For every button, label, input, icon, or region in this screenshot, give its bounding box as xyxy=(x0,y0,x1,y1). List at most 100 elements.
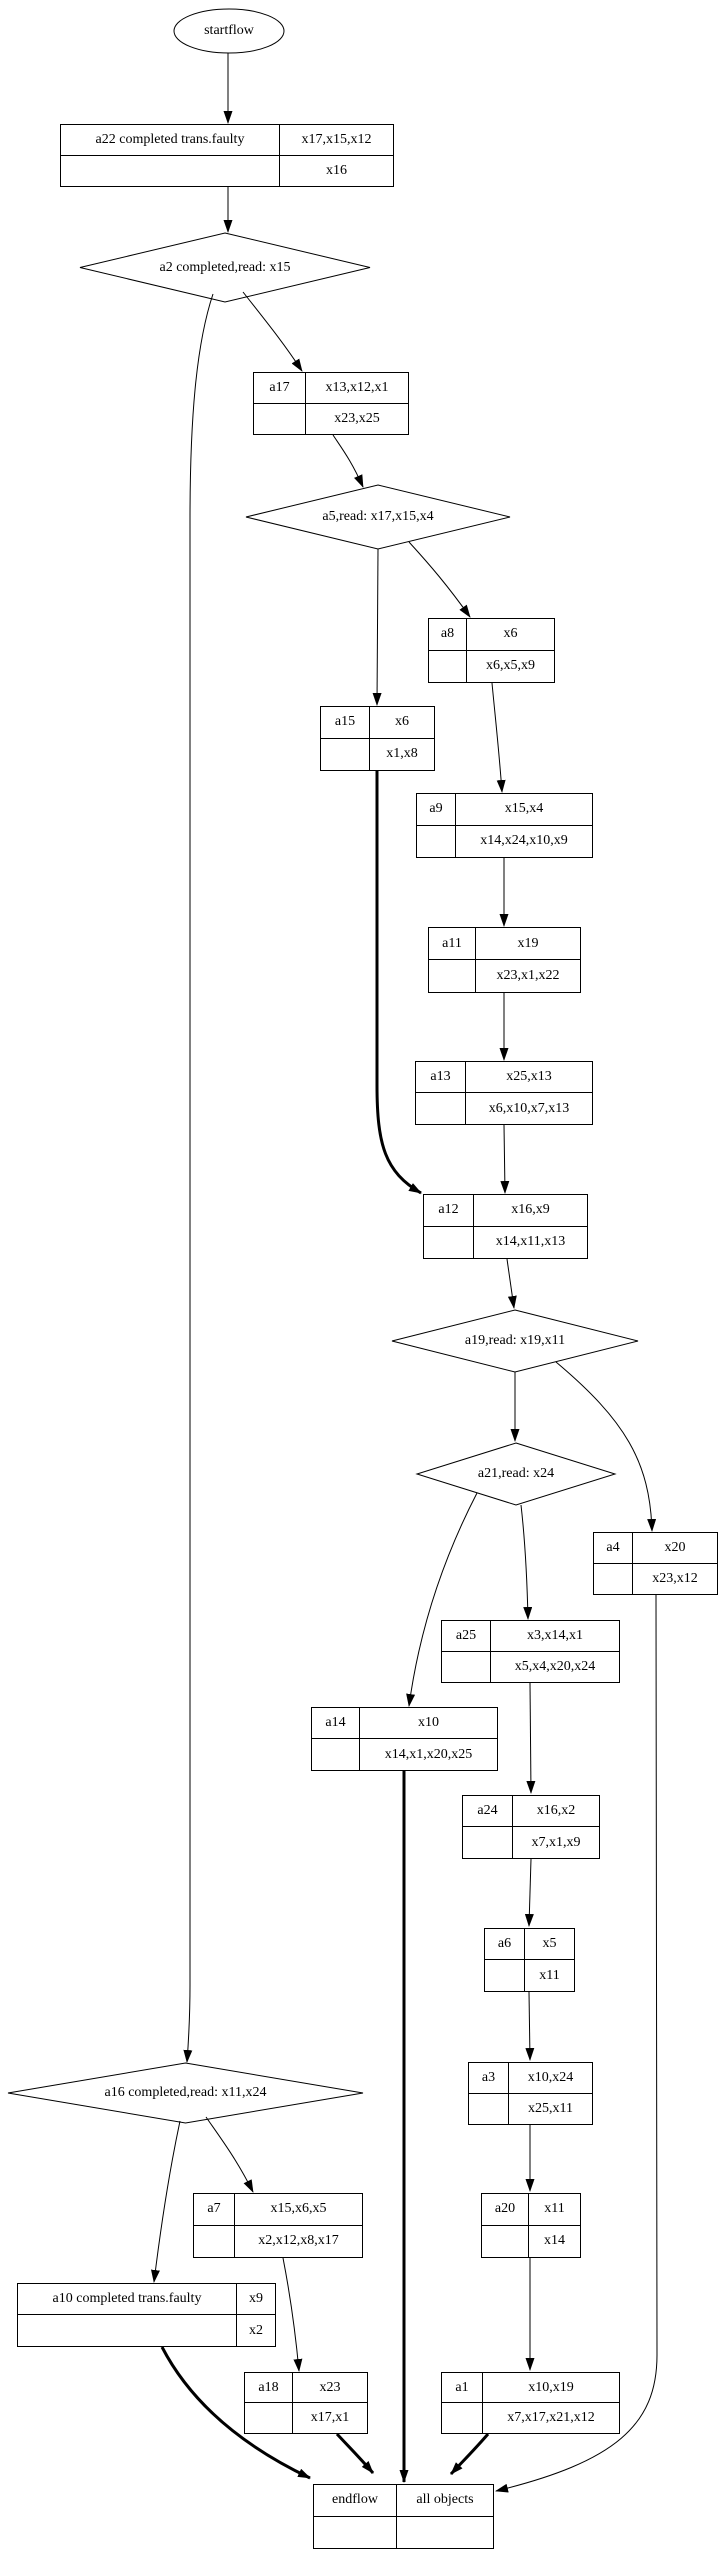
node-a5-label: a5,read: x17,x15,x4 xyxy=(322,509,434,524)
edge-a4-to-endflow xyxy=(495,1594,658,2493)
node-a3-name-cell: a3 xyxy=(469,2063,509,2094)
node-a7-name-cell: a7 xyxy=(194,2194,235,2226)
node-a17-outputs-cell: x23,x25 xyxy=(334,410,380,426)
node-a24-outputs-cell: x7,x1,x9 xyxy=(531,1834,581,1850)
edge-a13-to-a12 xyxy=(500,1124,510,1194)
node-a16-label: a16 completed,read: x11,x24 xyxy=(104,2085,267,2100)
node-a13-outputs-cell: x6,x10,x7,x13 xyxy=(488,1100,570,1116)
node-a13-name-cell: a13 xyxy=(416,1062,466,1093)
node-a6-outputs-cell: x11 xyxy=(539,1967,560,1983)
node-a14-inputs-cell: x10 xyxy=(360,1708,497,1739)
node-a14-empty-cell xyxy=(312,1739,360,1770)
node-a1-outputs-cell: x7,x17,x21,x12 xyxy=(507,2410,595,2425)
edge-a17-to-a5 xyxy=(332,434,364,488)
node-endflow-outputs-cell xyxy=(397,2517,493,2549)
edge-a2-to-a17 xyxy=(242,291,303,372)
node-a9-inputs-cell: x15,x4 xyxy=(456,794,592,826)
node-a10-name-cell: a10 completed trans.faulty xyxy=(18,2284,237,2315)
edge-a16-to-a7 xyxy=(205,2116,254,2193)
node-shapes xyxy=(7,8,639,2124)
node-a14-name-cell: a14 xyxy=(312,1708,360,1739)
edge-a24-to-a6 xyxy=(524,1858,534,1927)
node-a8-name-cell: a8 xyxy=(429,619,467,651)
node-a7-inputs-cell: x15,x6,x5 xyxy=(235,2194,362,2226)
node-a25-empty-cell xyxy=(442,1651,491,1682)
node-a22-inputs-cell: x17,x15,x12 xyxy=(280,125,393,156)
node-a25-inputs-cell: x3,x14,x1 xyxy=(491,1621,619,1652)
edge-a8-to-a9 xyxy=(491,682,506,793)
node-a21-label: a21,read: x24 xyxy=(477,1466,555,1481)
node-a18-inputs-cell: x23 xyxy=(293,2373,367,2403)
edge-a1-to-endflow xyxy=(449,2433,490,2476)
node-a12-outputs-cell: x14,x11,x13 xyxy=(495,1234,566,1250)
node-endflow-empty-cell xyxy=(314,2516,397,2548)
node-startflow-shape xyxy=(173,8,285,54)
node-a15-empty-cell xyxy=(321,738,370,770)
node-a15-outputs-cell: x1,x8 xyxy=(386,746,418,762)
edge-a6-to-a3 xyxy=(525,1991,535,2061)
edge-a16-to-a10 xyxy=(150,2120,181,2283)
edge-a5-to-a8 xyxy=(408,541,471,618)
node-a6-empty-cell xyxy=(485,1960,525,1991)
node-a24-empty-cell xyxy=(463,1827,513,1858)
node-a15-inputs-cell: x6 xyxy=(370,707,434,739)
node-a8-empty-cell xyxy=(429,650,467,682)
node-a22-name-cell: a22 completed trans.faulty xyxy=(61,125,280,156)
node-a9-outputs-cell: x14,x24,x10,x9 xyxy=(480,833,568,849)
node-a11-empty-cell xyxy=(429,960,476,992)
node-a12-inputs-cell: x16,x9 xyxy=(474,1195,587,1227)
node-a1-name-cell: a1 xyxy=(442,2373,483,2403)
node-a12-name-cell: a12 xyxy=(424,1195,474,1227)
node-a22-outputs-cell: x16 xyxy=(326,162,347,178)
node-a18-outputs-cell: x17,x1 xyxy=(310,2410,350,2425)
edge-a19-to-a4 xyxy=(555,1361,657,1532)
node-a19-label: a19,read: x19,x11 xyxy=(464,1333,566,1348)
node-a20-name-cell: a20 xyxy=(482,2194,529,2226)
node-a17-name-cell: a17 xyxy=(254,373,306,404)
node-a9-name-cell: a9 xyxy=(417,794,456,826)
node-a14-outputs-cell: x14,x1,x20,x25 xyxy=(384,1746,473,1762)
node-a20-empty-cell xyxy=(482,2225,529,2257)
node-a4-empty-cell xyxy=(594,1563,633,1594)
node-a2-label: a2 completed,read: x15 xyxy=(159,259,291,275)
node-a12-empty-cell xyxy=(424,1226,474,1258)
node-a25-name-cell: a25 xyxy=(442,1621,491,1652)
node-a10-empty-cell xyxy=(18,2315,237,2346)
edge-a7-to-a18 xyxy=(282,2257,303,2372)
edge-a12-to-a19 xyxy=(506,1258,517,1309)
edge-a5-to-a15 xyxy=(372,548,382,706)
node-a18-empty-cell xyxy=(245,2403,293,2433)
node-startflow-label: startflow xyxy=(204,23,254,38)
node-a8-outputs-cell: x6,x5,x9 xyxy=(486,658,535,674)
node-a1-inputs-cell: x10,x19 xyxy=(483,2373,619,2403)
node-endflow-inputs-cell: all objects xyxy=(397,2485,493,2517)
node-a25-outputs-cell: x5,x4,x20,x24 xyxy=(514,1658,596,1674)
node-a3-outputs-cell: x25,x11 xyxy=(528,2100,573,2116)
node-a10-outputs-cell: x2 xyxy=(249,2322,263,2338)
node-a15-name-cell: a15 xyxy=(321,707,370,739)
node-a4-name-cell: a4 xyxy=(594,1533,633,1564)
edge-a15-to-a12 xyxy=(375,771,422,1195)
node-a10-inputs-cell: x9 xyxy=(237,2284,275,2315)
node-a16-shape xyxy=(7,2062,364,2124)
node-a8-inputs-cell: x6 xyxy=(467,619,554,651)
node-a1-empty-cell xyxy=(442,2403,483,2433)
node-a11-name-cell: a11 xyxy=(429,928,476,960)
